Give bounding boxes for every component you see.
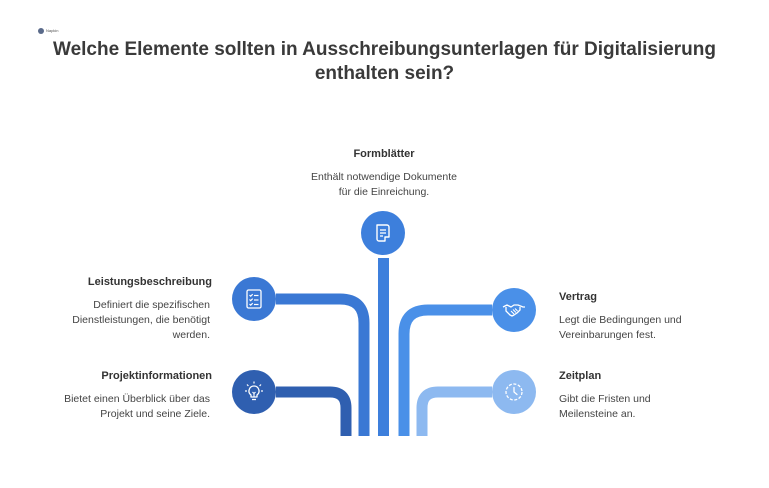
formblaetter-desc: Enthält notwendige Dokumente für die Ein… bbox=[280, 170, 488, 200]
leistungsbeschreibung-connector bbox=[276, 293, 370, 436]
leistungsbeschreibung-node bbox=[232, 277, 276, 321]
zeitplan-desc: Gibt die Fristen und Meilensteine an. bbox=[559, 392, 729, 422]
leistungsbeschreibung-desc-line: Dienstleistungen, die benötigt bbox=[72, 314, 210, 326]
formblaetter-node bbox=[361, 211, 405, 255]
leistungsbeschreibung-desc-line: werden. bbox=[172, 329, 210, 341]
vertrag-title: Vertrag bbox=[559, 291, 597, 303]
clock-icon bbox=[505, 383, 523, 401]
projektinformationen-desc-line: Bietet einen Überblick über das bbox=[64, 393, 210, 405]
zeitplan-title: Zeitplan bbox=[559, 370, 602, 382]
leistungsbeschreibung-desc: Definiert die spezifischen Dienstleistun… bbox=[40, 298, 210, 343]
zeitplan-connector bbox=[416, 386, 492, 436]
vertrag-desc-line: Vereinbarungen fest. bbox=[559, 329, 656, 341]
page-title: Welche Elemente sollten in Ausschreibung… bbox=[52, 39, 716, 84]
projektinformationen-title: Projektinformationen bbox=[101, 370, 212, 382]
zeitplan-desc-line: Meilensteine an. bbox=[559, 408, 636, 420]
lightbulb-icon bbox=[245, 381, 263, 401]
formblaetter-connector bbox=[378, 258, 389, 436]
leistungsbeschreibung-desc-line: Definiert die spezifischen bbox=[93, 299, 210, 311]
zeitplan-desc-line: Gibt die Fristen und bbox=[559, 393, 651, 405]
logo-mark-icon bbox=[38, 28, 44, 34]
logo-text: Napkin bbox=[46, 28, 59, 33]
formblaetter-title: Formblätter bbox=[353, 148, 415, 160]
projektinformationen-desc: Bietet einen Überblick über das Projekt … bbox=[20, 392, 210, 422]
formblaetter-desc-line: Enthält notwendige Dokumente bbox=[311, 171, 457, 183]
zeitplan-node bbox=[492, 370, 536, 414]
document-icon bbox=[376, 224, 390, 242]
checklist-icon bbox=[246, 289, 262, 309]
vertrag-node bbox=[492, 288, 536, 332]
vertrag-connector bbox=[398, 304, 492, 436]
formblaetter-desc-line: für die Einreichung. bbox=[338, 186, 430, 198]
projektinformationen-desc-line: Projekt und seine Ziele. bbox=[100, 408, 210, 420]
vertrag-desc-line: Legt die Bedingungen und bbox=[559, 314, 682, 326]
projektinformationen-node bbox=[232, 370, 276, 414]
leistungsbeschreibung-title: Leistungsbeschreibung bbox=[87, 276, 212, 288]
logo: Napkin bbox=[38, 27, 62, 35]
handshake-icon bbox=[502, 304, 525, 317]
projektinformationen-connector bbox=[276, 386, 352, 436]
vertrag-desc: Legt die Bedingungen und Vereinbarungen … bbox=[559, 313, 729, 343]
